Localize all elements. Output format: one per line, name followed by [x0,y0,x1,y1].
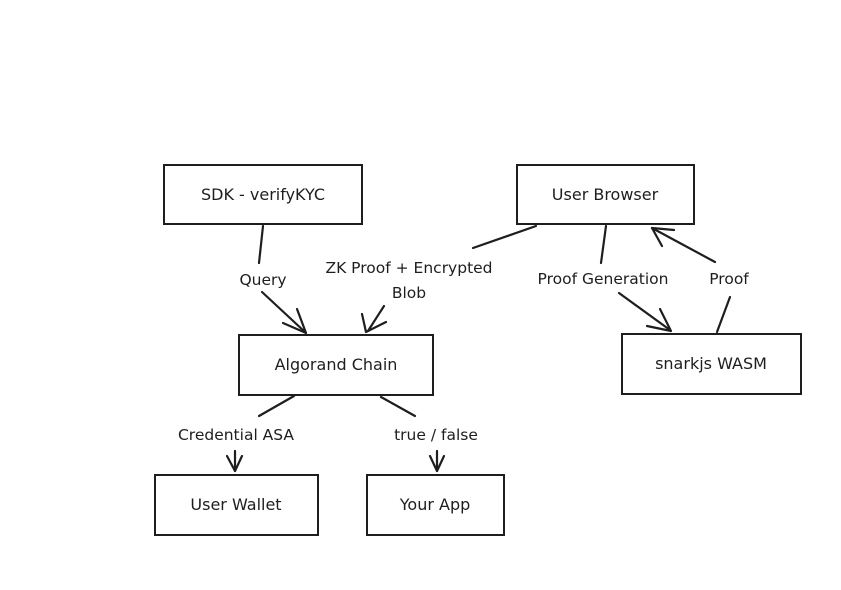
node-snarkjs-wasm: snarkjs WASM [621,333,802,395]
edge-label-zk-proof-line1: ZK Proof + Encrypted [325,259,492,277]
node-label-wallet: User Wallet [190,495,281,514]
edge-label-query: Query [239,271,286,289]
edge-label-zk-proof-line2: Blob [392,284,426,302]
edge-label-proof: Proof [709,270,749,288]
node-your-app: Your App [366,474,505,536]
edge-snarkjs-to-browser [650,226,732,334]
edge-label-true-false: true / false [394,426,478,444]
edge-sdk-to-chain [257,224,308,335]
node-label-app: Your App [399,495,471,514]
edge-chain-to-wallet [225,394,296,473]
edge-chain-to-app [379,395,446,473]
node-user-wallet: User Wallet [154,474,319,536]
edge-label-credential-asa: Credential ASA [178,426,294,444]
node-algorand-chain: Algorand Chain [238,334,434,396]
node-user-browser: User Browser [516,164,695,225]
edge-browser-to-snarkjs [599,224,673,333]
edge-browser-to-chain [360,224,538,334]
node-sdk-verifykyc: SDK - verifyKYC [163,164,363,225]
node-label-snarkjs: snarkjs WASM [655,354,767,373]
edge-label-proof-generation: Proof Generation [538,270,669,288]
node-label-sdk: SDK - verifyKYC [201,185,325,204]
node-label-chain: Algorand Chain [275,355,398,374]
node-label-browser: User Browser [552,185,659,204]
